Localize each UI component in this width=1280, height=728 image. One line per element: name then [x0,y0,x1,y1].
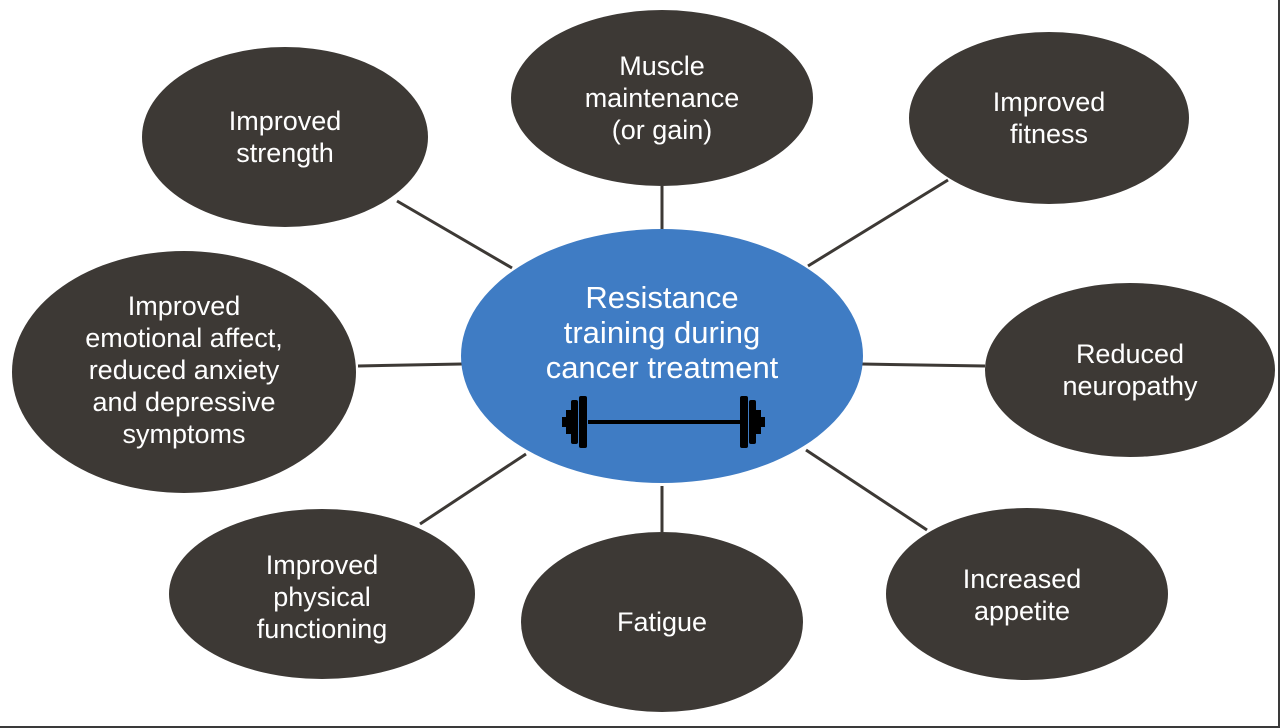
node-emotional-label: Improved emotional affect, reduced anxie… [85,291,283,449]
node-strength [142,47,428,227]
center-node-label: Resistance training during cancer treatm… [545,279,779,385]
node-appetite [886,508,1168,680]
connector-neuropathy [861,362,986,368]
node-physical-label: Improved physical functioning [256,550,388,644]
node-fatigue-label: Fatigue [616,607,708,637]
dumbbell-icon [562,396,765,448]
node-fitness-label: Improved fitness [992,87,1106,149]
connector-fitness [807,178,949,268]
node-fitness [909,32,1189,204]
connector-appetite [805,448,928,532]
node-appetite-label: Increased appetite [962,564,1082,626]
node-strength-label: Improved strength [228,106,342,168]
node-emotional [12,251,356,493]
node-fatigue [521,532,803,712]
node-neuropathy [985,283,1275,457]
node-physical [169,509,475,679]
node-neuropathy-label: Reduced neuropathy [1062,339,1198,401]
connector-emotional [357,362,463,368]
node-muscle-label: Muscle maintenance (or gain) [584,51,740,145]
connector-strength [396,199,513,270]
connector-physical [419,452,527,526]
node-muscle [511,10,813,186]
